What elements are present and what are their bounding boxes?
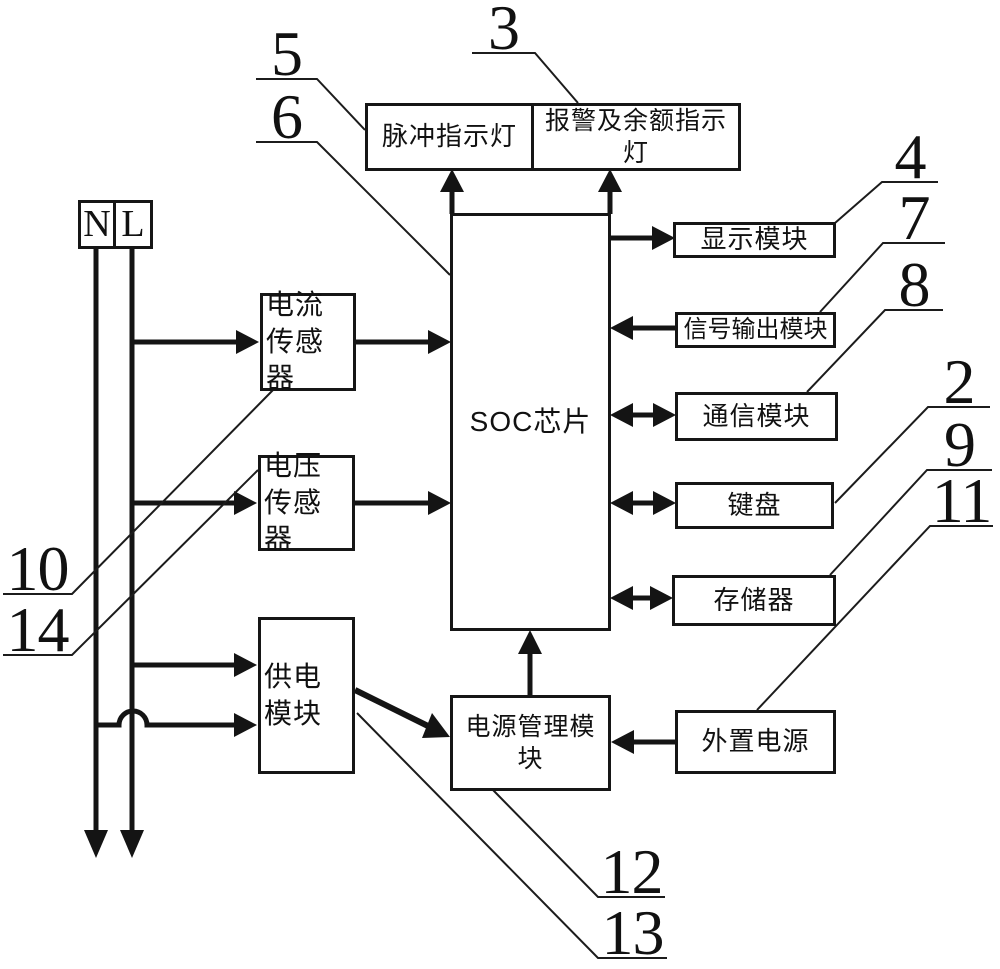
display-module-label: 显示模块 xyxy=(700,224,809,255)
indicator-lamps-box: 脉冲指示灯 报警及余额指示灯 xyxy=(365,103,741,171)
leader-line-12 xyxy=(492,789,665,898)
ref-label-12: 12 xyxy=(600,836,664,908)
ref-label-3: 3 xyxy=(488,0,520,64)
signal-output-module-label: 信号输出模块 xyxy=(683,316,828,344)
memory-box: 存储器 xyxy=(672,575,836,626)
memory-label: 存储器 xyxy=(713,584,795,615)
current-sensor-box: 电流传感器 xyxy=(260,289,356,393)
leader-line-13 xyxy=(356,712,667,959)
terminal-n-cell: N xyxy=(81,203,116,246)
soc-chip-label: SOC芯片 xyxy=(469,405,592,437)
ref-label-2: 2 xyxy=(943,346,976,418)
terminal-n-label: N xyxy=(83,202,111,245)
leader-line-5 xyxy=(256,78,366,131)
communication-module-label: 通信模块 xyxy=(702,400,811,431)
voltage-sensor-box: 电压传感器 xyxy=(258,450,355,554)
external-power-label: 外置电源 xyxy=(701,726,810,757)
leader-line-9 xyxy=(829,469,992,576)
ref-label-13: 13 xyxy=(601,897,665,969)
voltage-sensor-label: 电压传感器 xyxy=(264,450,323,555)
leader-line-6 xyxy=(256,141,451,276)
ref-label-5: 5 xyxy=(271,18,303,90)
terminal-l-cell: L xyxy=(116,203,150,246)
leader-line-2 xyxy=(834,406,990,504)
power-supply-module-box: 供电模块 xyxy=(258,617,355,774)
leader-line-3 xyxy=(472,52,579,104)
ref-label-8: 8 xyxy=(898,249,931,321)
leader-lines xyxy=(3,52,993,959)
signal-output-module-box: 信号输出模块 xyxy=(675,312,836,348)
power-management-module-label: 电源管理模块 xyxy=(465,712,596,774)
pulse-indicator-box: 脉冲指示灯 xyxy=(368,106,534,168)
leader-line-10 xyxy=(3,389,274,595)
leader-line-14 xyxy=(3,469,259,656)
mains-feed-lines xyxy=(84,248,259,858)
pulse-indicator-label: 脉冲指示灯 xyxy=(381,121,517,152)
alarm-balance-indicator-label: 报警及余额指示灯 xyxy=(544,106,727,168)
terminal-l-label: L xyxy=(121,202,145,245)
external-power-box: 外置电源 xyxy=(675,710,836,774)
keyboard-label: 键盘 xyxy=(727,489,782,520)
soc-chip-box: SOC芯片 xyxy=(450,213,611,631)
display-module-box: 显示模块 xyxy=(673,222,836,258)
sensor-to-soc-arrows xyxy=(355,330,451,515)
power-management-module-box: 电源管理模块 xyxy=(450,695,611,791)
ref-label-14: 14 xyxy=(6,594,70,666)
leader-line-4 xyxy=(834,181,938,224)
ref-label-6: 6 xyxy=(271,81,303,153)
terminal-box: N L xyxy=(78,200,153,249)
leader-line-8 xyxy=(806,309,943,393)
ref-label-4: 4 xyxy=(894,121,927,193)
ref-label-10: 10 xyxy=(6,533,70,605)
communication-module-box: 通信模块 xyxy=(675,392,838,441)
ref-label-9: 9 xyxy=(944,409,976,481)
ref-label-7: 7 xyxy=(898,182,931,254)
current-sensor-label: 电流传感器 xyxy=(266,289,325,394)
soc-to-indicator-arrows xyxy=(440,169,622,214)
ref-label-11: 11 xyxy=(931,465,993,537)
power-supply-module-label: 供电模块 xyxy=(264,661,323,729)
leader-line-11 xyxy=(756,525,993,711)
leader-line-7 xyxy=(819,242,945,313)
soc-right-connectors xyxy=(610,226,676,754)
keyboard-box: 键盘 xyxy=(675,482,834,529)
power-flow-arrows xyxy=(353,630,542,738)
alarm-balance-indicator-box: 报警及余额指示灯 xyxy=(534,106,738,168)
